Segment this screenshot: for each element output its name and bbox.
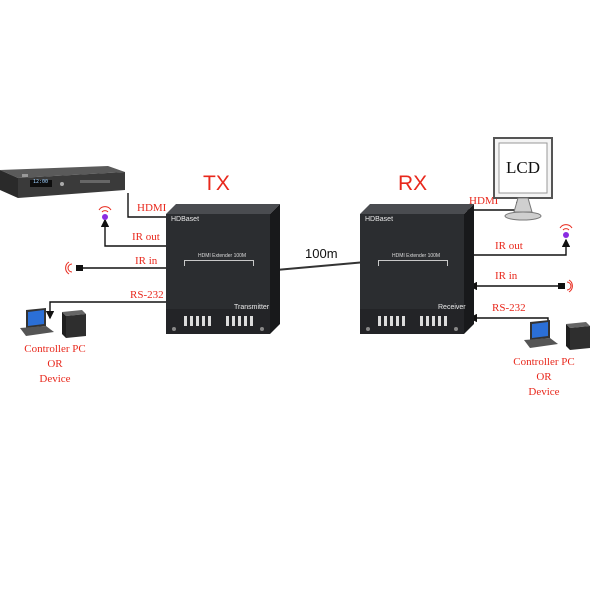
ir-receiver-icon	[64, 259, 84, 277]
ir-emitter-icon	[557, 222, 575, 246]
rx-rs232-label: RS-232	[492, 302, 526, 314]
tx-model: HDMI Extender 100M	[198, 253, 247, 259]
receiver-box: HDBaset HDMI Extender 100M Receiver	[360, 204, 474, 346]
tx-hdmi-label: HDMI	[137, 202, 167, 214]
tx-ir-in-label: IR in	[135, 255, 158, 267]
controller-right-line1: Controller PC	[513, 356, 575, 368]
source-screen-text: 12:00	[33, 179, 49, 185]
lcd-label: LCD	[506, 158, 540, 177]
tx-rs232-line	[45, 301, 176, 320]
controller-right-caption: Controller PC OR Device	[489, 355, 599, 400]
rx-model: HDMI Extender 100M	[392, 253, 441, 259]
hdbaset-cable	[275, 261, 367, 271]
ir-receiver-icon	[557, 277, 577, 295]
controller-left-line1: Controller PC	[24, 343, 86, 355]
controller-computer-icon	[520, 318, 592, 354]
rx-name: Receiver	[438, 304, 466, 311]
controller-right-line3: Device	[528, 386, 560, 398]
rx-heading: RX	[398, 172, 428, 195]
tx-hdmi-line	[127, 193, 178, 222]
set-top-box-icon: 12:00	[0, 158, 125, 200]
tx-rs232-label: RS-232	[130, 289, 164, 301]
tx-ir-out-line	[100, 218, 176, 247]
tx-ir-out-label: IR out	[132, 231, 160, 243]
controller-left-line2: OR	[47, 358, 63, 370]
rx-ir-out-label: IR out	[495, 240, 523, 252]
tx-name: Transmitter	[234, 304, 270, 311]
rx-hdmi-label: HDMI	[469, 195, 499, 207]
controller-left-line3: Device	[39, 373, 71, 385]
controller-right-line2: OR	[536, 371, 552, 383]
rx-brand: HDBaset	[365, 216, 394, 223]
ir-emitter-icon	[96, 204, 114, 228]
transmitter-box: HDBaset HDMI Extender 100M Transmitter	[166, 204, 280, 346]
tx-heading: TX	[203, 172, 230, 195]
lcd-monitor-icon: LCD	[492, 136, 554, 228]
rx-ir-in-label: IR in	[495, 270, 518, 282]
link-distance: 100m	[305, 246, 338, 261]
controller-left-caption: Controller PC OR Device	[0, 342, 110, 387]
tx-brand: HDBaset	[171, 216, 200, 223]
rx-ir-out-line	[466, 238, 571, 256]
controller-computer-icon	[16, 306, 88, 342]
